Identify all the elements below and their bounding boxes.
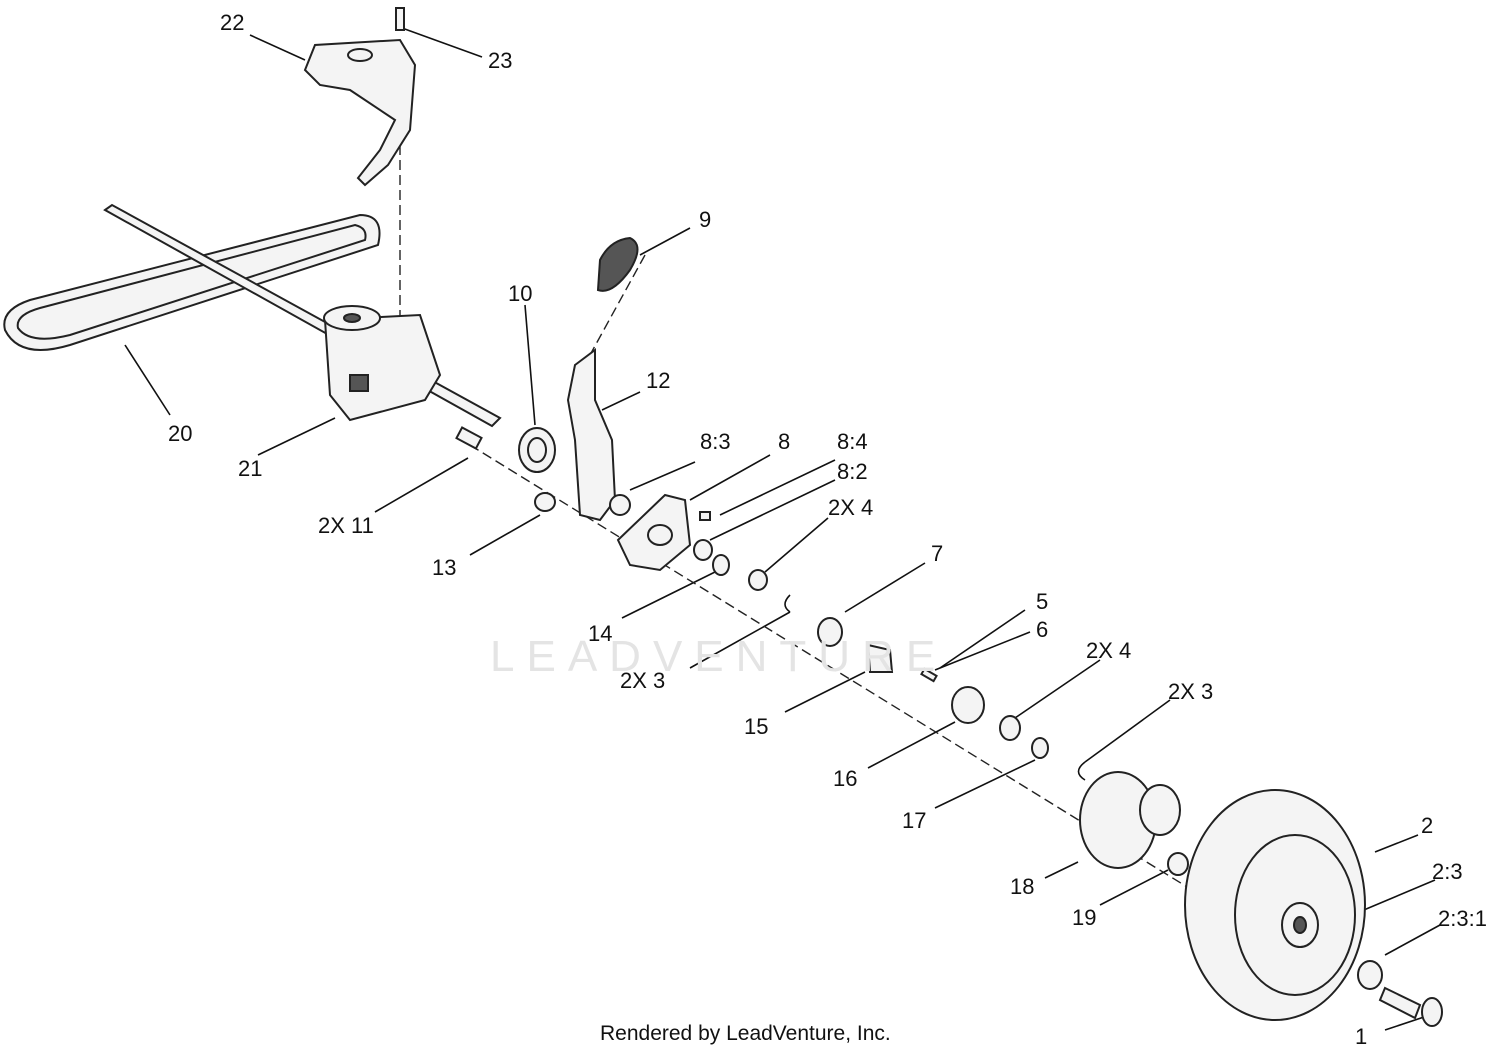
- callout-2: 2: [1421, 813, 1434, 838]
- callout-2x-4-lower: 2X 4: [1086, 638, 1132, 663]
- callout-2x-3-lower: 2X 3: [1168, 679, 1214, 704]
- callout-21: 21: [238, 456, 263, 481]
- bushing-part-8-2: [693, 539, 713, 561]
- callout-8-3: 8:3: [700, 429, 731, 454]
- callout-18: 18: [1010, 874, 1035, 899]
- lever-part-12: [566, 348, 617, 522]
- callout-9: 9: [699, 207, 712, 232]
- wheel-cover-part-18: [1079, 771, 1181, 869]
- callout-17: 17: [902, 808, 927, 833]
- bushing-part-17: [1031, 737, 1049, 759]
- washer-part-19: [1167, 852, 1189, 876]
- spacer-part-13: [534, 492, 556, 512]
- callout-15: 15: [744, 714, 769, 739]
- callout-14: 14: [588, 621, 613, 646]
- ratchet-part-15: [866, 643, 894, 673]
- callout-2x-11: 2X 11: [318, 513, 374, 538]
- callout-7: 7: [931, 541, 944, 566]
- belt-part-20: [3, 213, 381, 351]
- callout-19: 19: [1072, 905, 1097, 930]
- callout-2-3: 2:3: [1432, 859, 1463, 884]
- screw-part-23: [395, 7, 405, 31]
- leader-lines: [124, 27, 1441, 1031]
- callout-8-2: 8:2: [837, 459, 868, 484]
- height-adjust-bracket-part-8: [616, 493, 692, 572]
- key-part-5-6: [920, 667, 938, 683]
- callout-6: 6: [1036, 617, 1049, 642]
- fitting-part-8-4: [699, 511, 711, 521]
- bolt-part-1: [1378, 986, 1443, 1027]
- washer-part-7: [817, 617, 843, 647]
- callout-5: 5: [1036, 589, 1049, 614]
- wheel-part-2: [1184, 789, 1366, 1021]
- bushing-part-8-3: [609, 494, 631, 516]
- callout-20: 20: [168, 421, 193, 446]
- callout-12: 12: [646, 368, 671, 393]
- bushing-part-2-3-1: [1357, 960, 1383, 990]
- callout-22: 22: [220, 10, 245, 35]
- knob-part-9: [596, 236, 639, 292]
- callout-8-4: 8:4: [837, 429, 868, 454]
- bracket-part-22: [303, 38, 417, 187]
- footer-credit: Rendered by LeadVenture, Inc.: [600, 1022, 891, 1045]
- callout-2-3-1: 2:3:1: [1438, 906, 1487, 931]
- callout-10: 10: [508, 281, 533, 306]
- washer-part-4a: [748, 569, 768, 591]
- watermark: LEADVENTURE: [490, 632, 948, 681]
- clip-part-3b: [1077, 761, 1086, 781]
- gear-part-16: [951, 686, 985, 724]
- callout-23: 23: [488, 48, 513, 73]
- callout-13: 13: [432, 555, 457, 580]
- bolt-part-11: [455, 426, 483, 450]
- callout-8: 8: [778, 429, 791, 454]
- callout-16: 16: [833, 766, 858, 791]
- callout-2x-4-upper: 2X 4: [828, 495, 874, 520]
- washer-part-10: [518, 427, 556, 473]
- transmission-part-21: [323, 305, 442, 422]
- callout-2x-3-upper: 2X 3: [620, 668, 666, 693]
- clip-part-3a: [784, 594, 791, 613]
- washer-part-14: [712, 554, 730, 576]
- callout-1: 1: [1355, 1024, 1368, 1049]
- washer-part-4b: [999, 715, 1021, 741]
